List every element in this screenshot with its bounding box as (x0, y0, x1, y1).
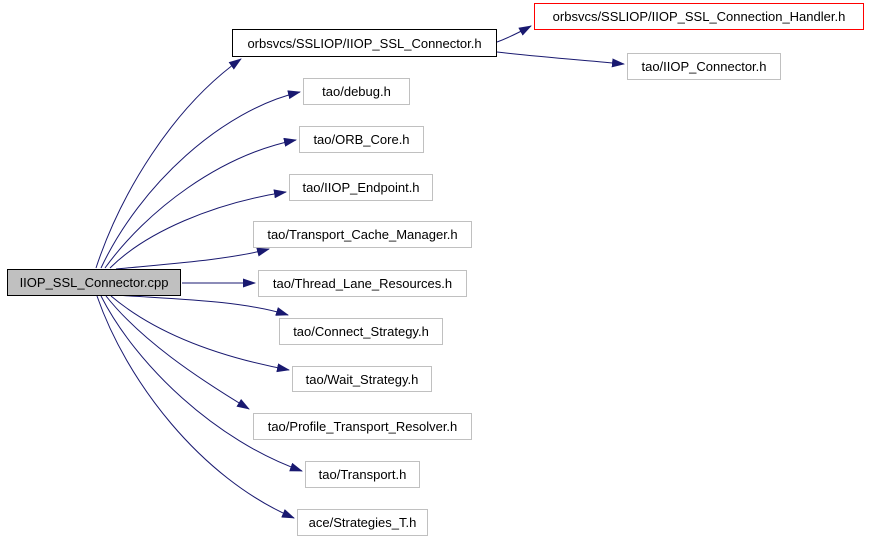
edge-main-to-iiop-endpoint-h (109, 189, 287, 269)
node-iiop-connector-h[interactable]: tao/IIOP_Connector.h (627, 53, 781, 80)
node-thread-lane-resources-h[interactable]: tao/Thread_Lane_Resources.h (258, 270, 467, 297)
node-main-iiop-ssl-connector-cpp: IIOP_SSL_Connector.cpp (7, 269, 181, 296)
node-strategies-t-h[interactable]: ace/Strategies_T.h (297, 509, 428, 536)
edge-main-to-ssl-connector-h (95, 58, 242, 269)
edge-ssl-connector-h-to-connection-handler-h (496, 25, 532, 43)
edge-main-to-strategies-t-h (96, 295, 295, 519)
node-debug-h[interactable]: tao/debug.h (303, 78, 410, 105)
edge-main-to-debug-h (100, 90, 301, 269)
node-iiop-endpoint-h[interactable]: tao/IIOP_Endpoint.h (289, 174, 433, 201)
edge-main-to-transport-h (100, 295, 303, 472)
node-orb-core-h[interactable]: tao/ORB_Core.h (299, 126, 424, 153)
edge-main-to-orb-core-h (104, 137, 297, 269)
edge-main-to-connect-strategy-h (115, 294, 289, 316)
node-profile-transport-resolver-h[interactable]: tao/Profile_Transport_Resolver.h (253, 413, 472, 440)
edge-main-to-wait-strategy-h (110, 295, 290, 373)
edge-main-to-profile-transport-resolver-h (105, 295, 250, 410)
edge-ssl-connector-h-to-iiop-connector-h (496, 51, 625, 68)
node-wait-strategy-h[interactable]: tao/Wait_Strategy.h (292, 366, 432, 392)
node-ssl-connector-h[interactable]: orbsvcs/SSLIOP/IIOP_SSL_Connector.h (232, 29, 497, 57)
node-connect-strategy-h[interactable]: tao/Connect_Strategy.h (279, 318, 443, 345)
node-transport-h[interactable]: tao/Transport.h (305, 461, 420, 488)
edge-main-to-transport-cache-manager-h (115, 247, 270, 270)
node-transport-cache-manager-h[interactable]: tao/Transport_Cache_Manager.h (253, 221, 472, 248)
node-ssl-connection-handler-h[interactable]: orbsvcs/SSLIOP/IIOP_SSL_Connection_Handl… (534, 3, 864, 30)
